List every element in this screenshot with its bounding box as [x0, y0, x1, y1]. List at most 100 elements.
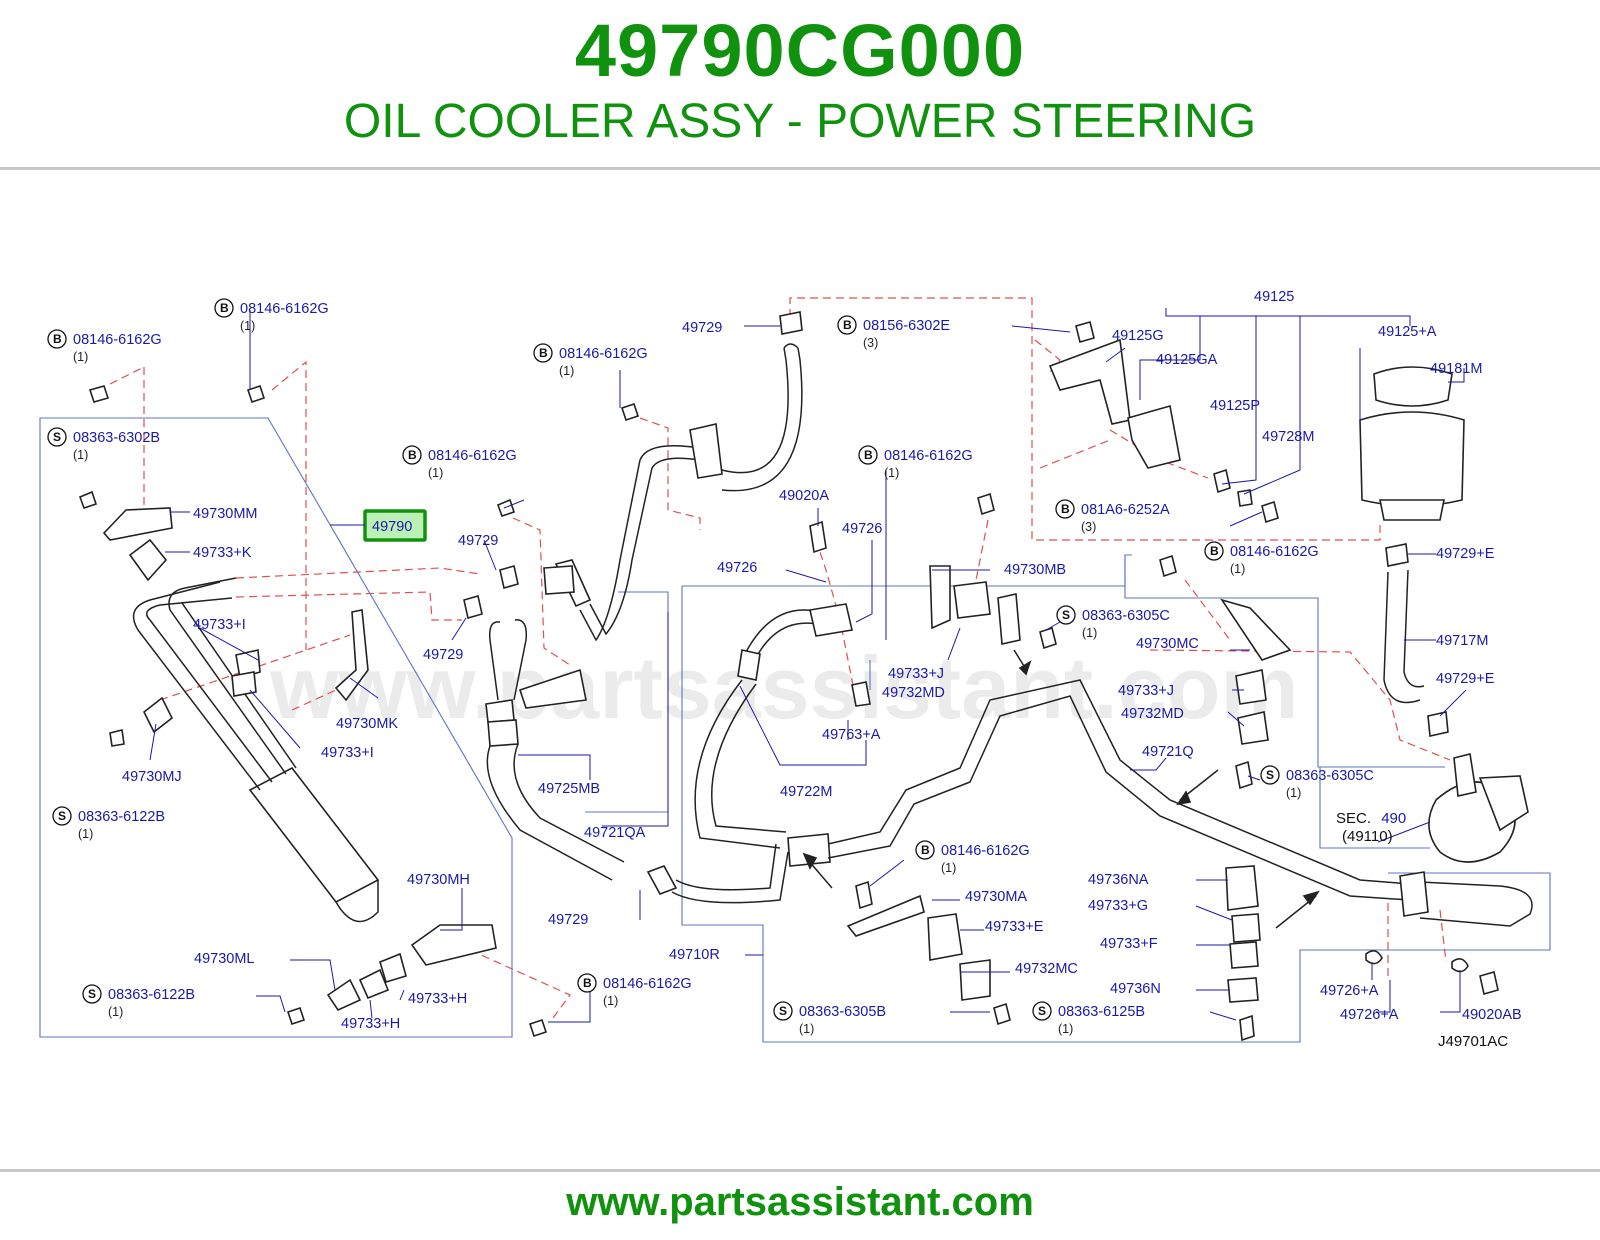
callout-49736na[interactable]: 49736NA	[1088, 872, 1149, 888]
callout-49733-i[interactable]: 49733+I	[321, 745, 374, 761]
callout-49728m[interactable]: 49728M	[1262, 429, 1314, 445]
callout-label: 08146-6162G	[73, 332, 162, 348]
callout-49717m[interactable]: 49717M	[1436, 633, 1488, 649]
callout-label: 49733+I	[321, 745, 374, 761]
callout-49722m[interactable]: 49722M	[780, 784, 832, 800]
callout-label: 49721QA	[584, 825, 646, 841]
callout-qty: (1)	[884, 466, 899, 480]
callout-49725mb[interactable]: 49725MB	[538, 781, 600, 797]
callout-49732mc[interactable]: 49732MC	[1015, 961, 1078, 977]
callout-label: 49733+I	[193, 617, 246, 633]
callout-49730mb[interactable]: 49730MB	[1004, 562, 1066, 578]
callout-49721qa[interactable]: 49721QA	[584, 825, 646, 841]
callout-49733-e[interactable]: 49733+E	[985, 919, 1044, 935]
callout-badge-circle	[837, 315, 857, 335]
callout-49726[interactable]: 49726	[717, 560, 757, 576]
callout-49736n[interactable]: 49736N	[1110, 981, 1161, 997]
footer-divider	[0, 1169, 1600, 1172]
callout-49733-h[interactable]: 49733+H	[408, 991, 467, 1007]
callout-49125g[interactable]: 49125G	[1112, 328, 1164, 344]
callout-badge-letter: B	[408, 448, 417, 462]
callout-49730ml[interactable]: 49730ML	[194, 951, 254, 967]
callout-label: 49733+J	[1118, 683, 1174, 699]
callout-badge-circle	[1260, 765, 1280, 785]
callout-badge-letter: S	[779, 1004, 787, 1018]
callout-49730mc[interactable]: 49730MC	[1136, 636, 1199, 652]
callout-label: 08146-6162G	[559, 346, 648, 362]
callout-49763-a[interactable]: 49763+A	[822, 727, 881, 743]
callout-49125ga[interactable]: 49125GA	[1156, 352, 1218, 368]
callout-49726-a[interactable]: 49726+A	[1320, 983, 1379, 999]
callout-badge-circle	[402, 445, 422, 465]
callout-49730mh[interactable]: 49730MH	[407, 872, 470, 888]
callout-49733-i[interactable]: 49733+I	[193, 617, 246, 633]
callout-label: 49717M	[1436, 633, 1488, 649]
callout-label: 49728M	[1262, 429, 1314, 445]
callout-label: 49733+H	[341, 1016, 400, 1032]
callout-49733-j[interactable]: 49733+J	[888, 666, 944, 682]
callout-49729-e[interactable]: 49729+E	[1436, 546, 1495, 562]
callout-49733-k[interactable]: 49733+K	[193, 545, 252, 561]
callout-label: 49726	[717, 560, 757, 576]
callout-49730mk[interactable]: 49730MK	[336, 716, 398, 732]
callout-49733-g[interactable]: 49733+G	[1088, 898, 1148, 914]
page-header: 49790CG000 OIL COOLER ASSY - POWER STEER…	[0, 0, 1600, 168]
callout-qty: (3)	[863, 336, 878, 350]
highlight-49790-label[interactable]: 49790	[372, 519, 412, 535]
callout-label: 49733+E	[985, 919, 1044, 935]
callout-label: 49730MK	[336, 716, 398, 732]
callout-49729[interactable]: 49729	[548, 912, 588, 928]
callout-label: 49733+K	[193, 545, 252, 561]
callout-badge-letter: B	[53, 332, 62, 346]
callout-49732md[interactable]: 49732MD	[882, 685, 945, 701]
callout-49733-j[interactable]: 49733+J	[1118, 683, 1174, 699]
footer-url[interactable]: www.partsassistant.com	[566, 1180, 1034, 1224]
callout-49125p[interactable]: 49125P	[1210, 398, 1260, 414]
callout-sec-490[interactable]: SEC. 490(49110)	[1336, 810, 1406, 845]
callout-label: 49729	[423, 647, 463, 663]
callout-49730mm[interactable]: 49730MM	[193, 506, 257, 522]
callout-badge-circle	[1032, 1001, 1052, 1021]
callout-badge-letter: S	[88, 987, 96, 1001]
callout-49733-h[interactable]: 49733+H	[341, 1016, 400, 1032]
callout-49181m[interactable]: 49181M	[1430, 361, 1482, 377]
callout-49729[interactable]: 49729	[458, 533, 498, 549]
callout-49721q[interactable]: 49721Q	[1142, 744, 1194, 760]
callout-49733-f[interactable]: 49733+F	[1100, 936, 1158, 952]
callout-49710r[interactable]: 49710R	[669, 947, 720, 963]
callout-49726[interactable]: 49726	[842, 521, 882, 537]
callout-label: 49726+A	[1340, 1007, 1399, 1023]
callout-49730mj[interactable]: 49730MJ	[122, 769, 182, 785]
callout-49729[interactable]: 49729	[682, 320, 722, 336]
callout-49125-a[interactable]: 49125+A	[1378, 324, 1437, 340]
callout-49125[interactable]: 49125	[1254, 289, 1294, 305]
callout-49729-e[interactable]: 49729+E	[1436, 671, 1495, 687]
callout-49730ma[interactable]: 49730MA	[965, 889, 1027, 905]
callout-49020a[interactable]: 49020A	[779, 488, 829, 504]
callout-badge-letter: S	[53, 430, 61, 444]
callout-49020ab[interactable]: 49020AB	[1462, 1007, 1522, 1023]
callout-badge-letter: B	[1210, 544, 1219, 558]
callout-49726-a[interactable]: 49726+A	[1340, 1007, 1399, 1023]
callout-label: 49730MB	[1004, 562, 1066, 578]
callout-49732md[interactable]: 49732MD	[1121, 706, 1184, 722]
callout-49729[interactable]: 49729	[423, 647, 463, 663]
